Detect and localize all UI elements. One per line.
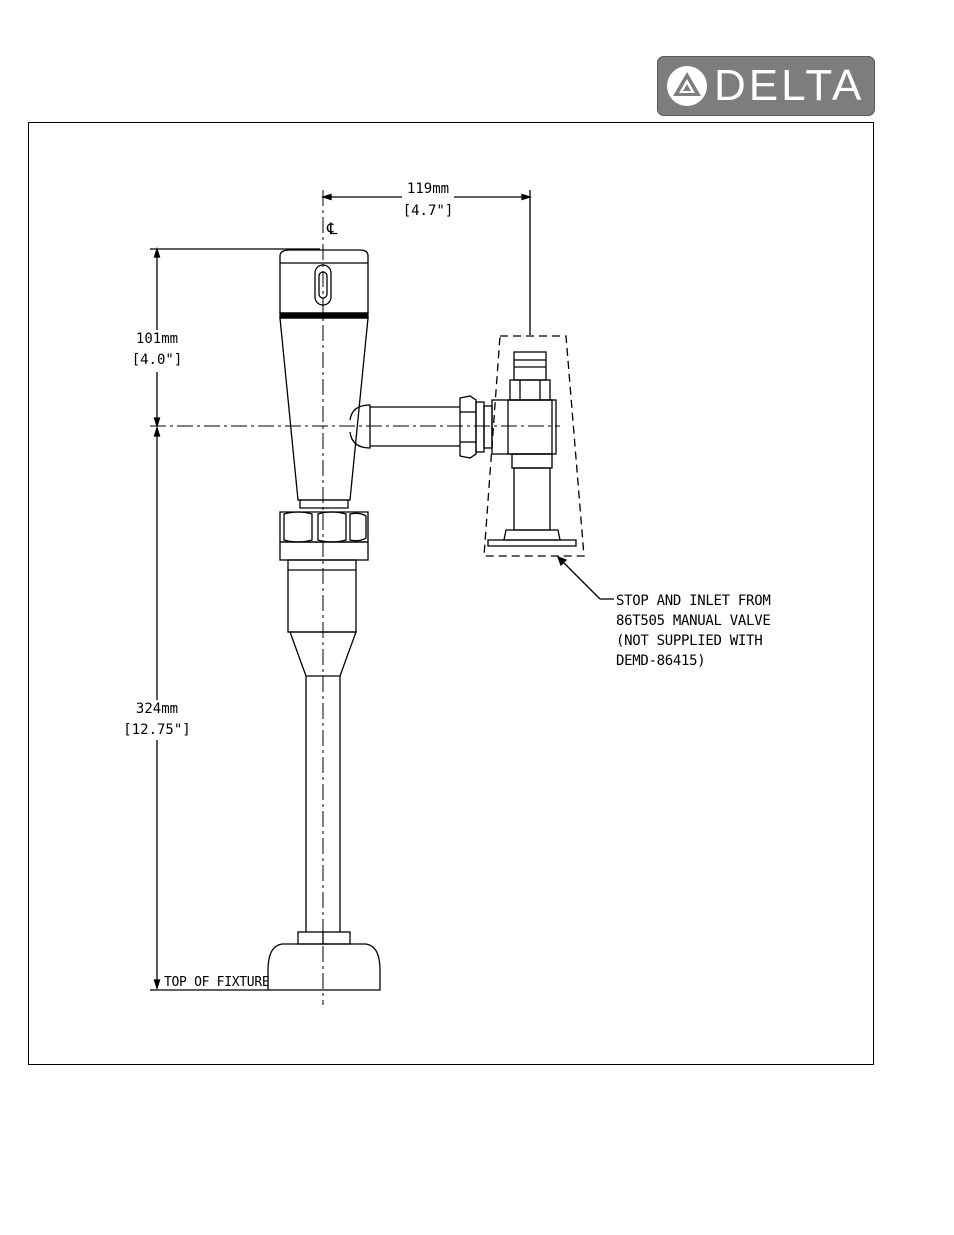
note-line: DEMD-86415) bbox=[616, 651, 770, 671]
upper-height-in: [4.0"] bbox=[126, 352, 188, 368]
note-line: (NOT SUPPLIED WITH bbox=[616, 631, 770, 651]
note-line: 86T505 MANUAL VALVE bbox=[616, 611, 770, 631]
top-of-fixture-label: TOP OF FIXTURE bbox=[164, 976, 269, 990]
width-dimension-mm: 119mm bbox=[400, 181, 456, 197]
note-line: STOP AND INLET FROM bbox=[616, 591, 770, 611]
width-dimension-in: [4.7"] bbox=[400, 203, 456, 219]
centerline-symbol: ℄ bbox=[327, 219, 337, 238]
lower-height-mm: 324mm bbox=[126, 701, 188, 717]
lower-height-in: [12.75"] bbox=[120, 722, 194, 738]
upper-height-mm: 101mm bbox=[126, 331, 188, 347]
stop-inlet-note: STOP AND INLET FROM 86T505 MANUAL VALVE … bbox=[616, 591, 770, 671]
